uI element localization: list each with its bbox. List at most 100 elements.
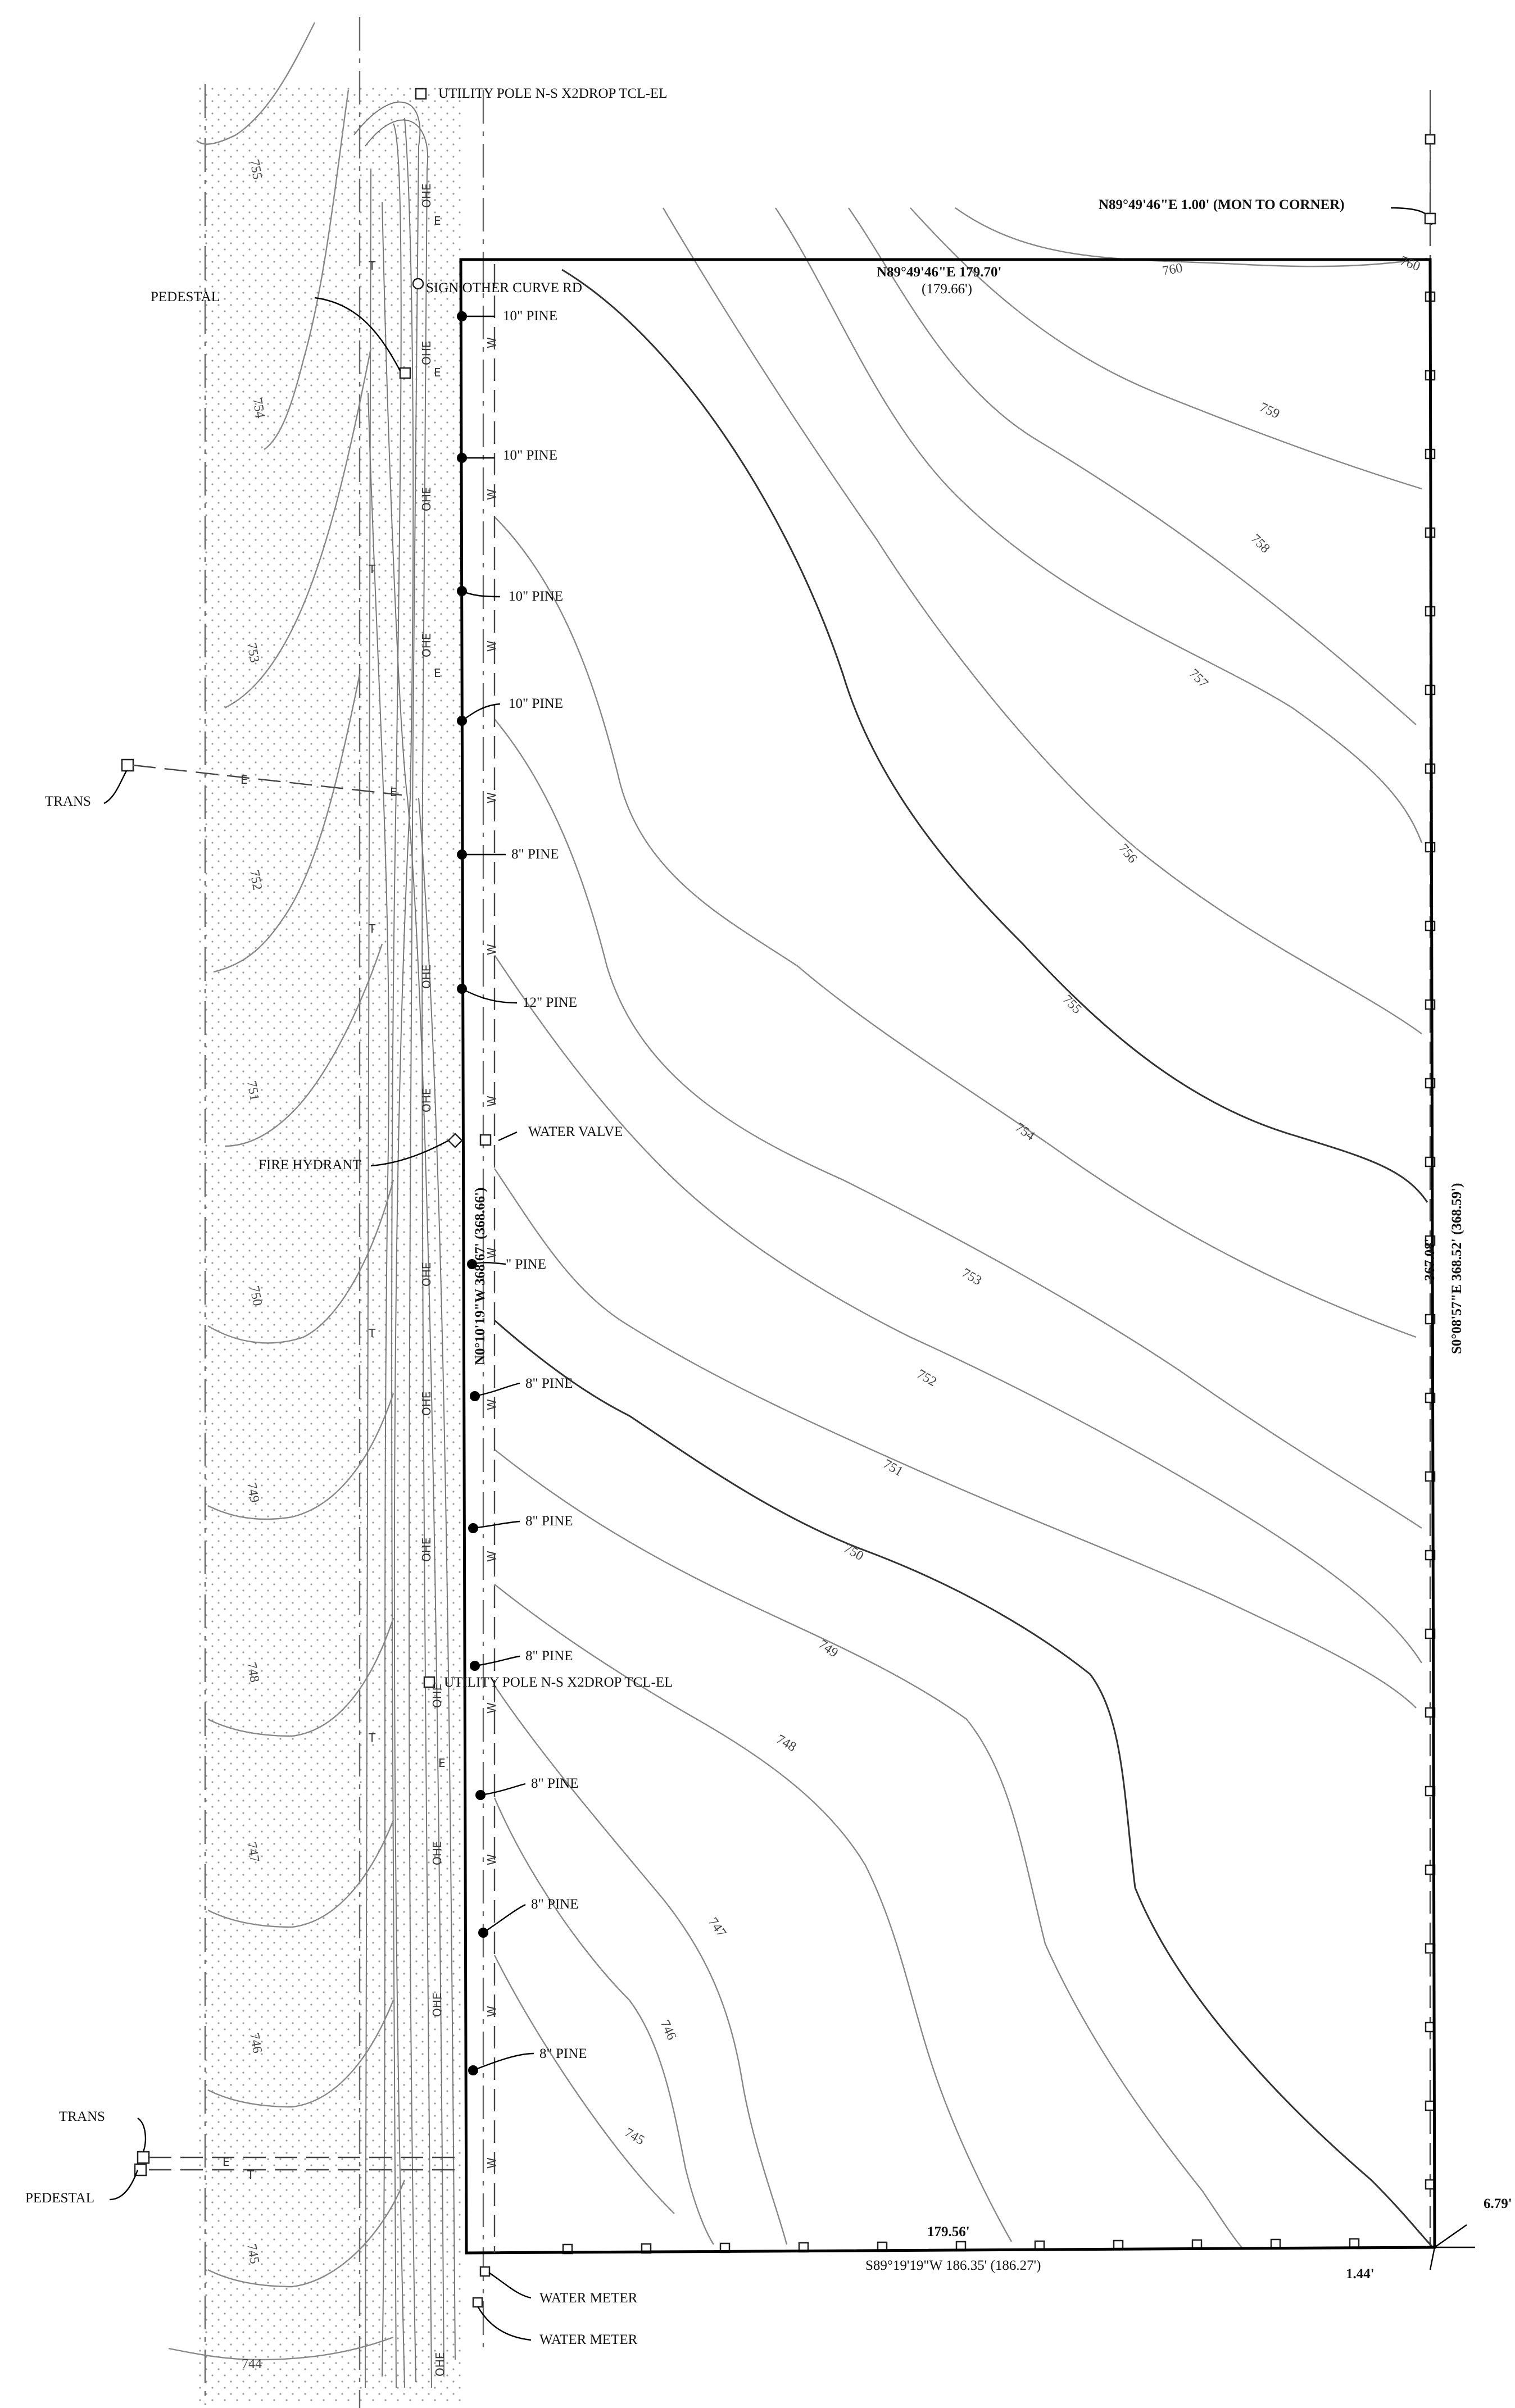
tree-label: 10" PINE	[509, 696, 563, 711]
fire-hydrant	[447, 1133, 463, 1148]
callout-leaders	[103, 297, 532, 2341]
pedestal-south	[134, 2163, 147, 2177]
svg-text:OHE: OHE	[420, 184, 433, 208]
svg-text:T: T	[368, 922, 376, 935]
se-corner-offsets	[1429, 2224, 1475, 2270]
water-meter	[472, 2297, 483, 2308]
svg-text:OHE: OHE	[420, 1538, 433, 1562]
contour-label: 752	[914, 1367, 939, 1390]
svg-text:E: E	[390, 785, 397, 799]
svg-text:E: E	[241, 773, 248, 787]
contour-label: 744	[242, 2357, 262, 2371]
svg-text:T: T	[368, 1731, 376, 1744]
contour-label: 749	[244, 1482, 262, 1504]
svg-text:E: E	[434, 666, 441, 680]
svg-text:W: W	[485, 489, 498, 500]
contour-label: 753	[959, 1266, 984, 1289]
contour-label: 748	[774, 1732, 799, 1755]
contour-label: 748	[244, 1661, 262, 1684]
svg-text:OHE: OHE	[430, 1993, 444, 2017]
label-water-meter-2: WATER METER	[539, 2332, 638, 2347]
contour-label: 757	[1186, 666, 1211, 691]
svg-text:W: W	[485, 337, 498, 348]
label-pole-north: UTILITY POLE N-S X2DROP TCL-EL	[438, 86, 667, 101]
tree-label: 8" PINE	[539, 2046, 587, 2061]
contour-label: 750	[841, 1541, 866, 1564]
contour-label: 746	[247, 2032, 265, 2055]
contour-label: 751	[881, 1457, 905, 1480]
contour-label: 754	[1013, 1120, 1037, 1144]
svg-text:W: W	[485, 2006, 498, 2017]
svg-text:OHE: OHE	[420, 633, 433, 657]
tree-label: 8" PINE	[531, 1776, 579, 1791]
contour-label: 750	[247, 1285, 265, 1307]
svg-text:OHE: OHE	[420, 1088, 433, 1112]
north-record: (179.66')	[922, 281, 972, 297]
contour-label: 751	[244, 1080, 262, 1102]
north-bearing: N89°49'46"E 179.70'	[877, 265, 1002, 280]
svg-text:W: W	[485, 944, 498, 955]
svg-text:E: E	[223, 2155, 230, 2169]
svg-text:OHE: OHE	[420, 965, 433, 989]
svg-text:T: T	[247, 2168, 255, 2182]
contour-label: 758	[1248, 531, 1273, 556]
contour-label: 755	[247, 158, 265, 181]
tree-label: " PINE	[506, 1257, 546, 1272]
contour-label: 753	[244, 642, 262, 664]
contour-label: 755	[1060, 992, 1085, 1017]
pedestal-north	[399, 367, 411, 379]
tree-label: 10" PINE	[503, 448, 557, 463]
contour-label: 752	[247, 869, 265, 892]
svg-text:OHE: OHE	[420, 487, 433, 511]
property-boundary	[459, 258, 1436, 2255]
contour-label: 745	[244, 2243, 262, 2265]
svg-text:W: W	[485, 792, 498, 803]
label-water-meter-1: WATER METER	[539, 2291, 638, 2306]
label-pedestal-south: PEDESTAL	[25, 2191, 94, 2206]
label-pole-south: UTILITY POLE N-S X2DROP TCL-EL	[444, 1675, 673, 1690]
right-of-way-shading	[197, 84, 461, 2405]
svg-text:OHE: OHE	[420, 1262, 433, 1287]
trans-north	[121, 758, 134, 772]
east-measured: 367.08'	[1422, 1238, 1437, 1281]
label-fire-hydrant: FIRE HYDRANT	[258, 1157, 361, 1173]
label-water-valve: WATER VALVE	[528, 1124, 623, 1139]
svg-text:W: W	[485, 1854, 498, 1865]
contour-label: 760	[1162, 261, 1184, 279]
svg-text:OHE: OHE	[420, 341, 433, 365]
trans-south	[137, 2151, 150, 2164]
tree-label: 12" PINE	[523, 995, 577, 1010]
svg-text:W: W	[485, 640, 498, 652]
label-trans-north: TRANS	[45, 794, 91, 809]
tree-label: 8" PINE	[525, 1514, 573, 1529]
contour-label: 759	[1257, 400, 1282, 422]
svg-text:OHE: OHE	[433, 2352, 447, 2377]
label-pedestal-north: PEDESTAL	[151, 289, 220, 305]
sign-post	[412, 278, 424, 290]
tree-label: 8" PINE	[525, 1648, 573, 1664]
svg-text:W: W	[485, 1096, 498, 1107]
tree-leaders	[461, 315, 534, 2071]
tree-label: 10" PINE	[509, 589, 563, 604]
utility-codes: OHE OHE OHE OHE OHE OHE OHE OHE OHE OHE …	[223, 184, 498, 2377]
svg-text:E: E	[434, 366, 441, 379]
svg-text:W: W	[485, 1551, 498, 1562]
road-lines	[353, 101, 456, 2388]
contour-label: 749	[816, 1637, 841, 1661]
contour-label: 747	[244, 1841, 262, 1864]
svg-text:E: E	[438, 1756, 446, 1770]
se-offset-b: 1.44'	[1346, 2266, 1375, 2282]
tree-label: 10" PINE	[503, 308, 557, 324]
svg-text:T: T	[368, 1326, 376, 1340]
tree-label: 8" PINE	[511, 847, 559, 862]
utility-crossings	[133, 764, 461, 2171]
svg-text:T: T	[368, 562, 376, 576]
svg-text:T: T	[368, 259, 376, 272]
south-measured: 179.56'	[927, 2224, 970, 2239]
se-offset-a: 6.79'	[1484, 2196, 1512, 2211]
right-of-way-lines	[204, 17, 484, 2408]
corner-tie: N89°49'46"E 1.00' (MON TO CORNER)	[1099, 197, 1345, 212]
water-valve	[479, 1134, 492, 1146]
east-fence-north	[1424, 90, 1436, 225]
